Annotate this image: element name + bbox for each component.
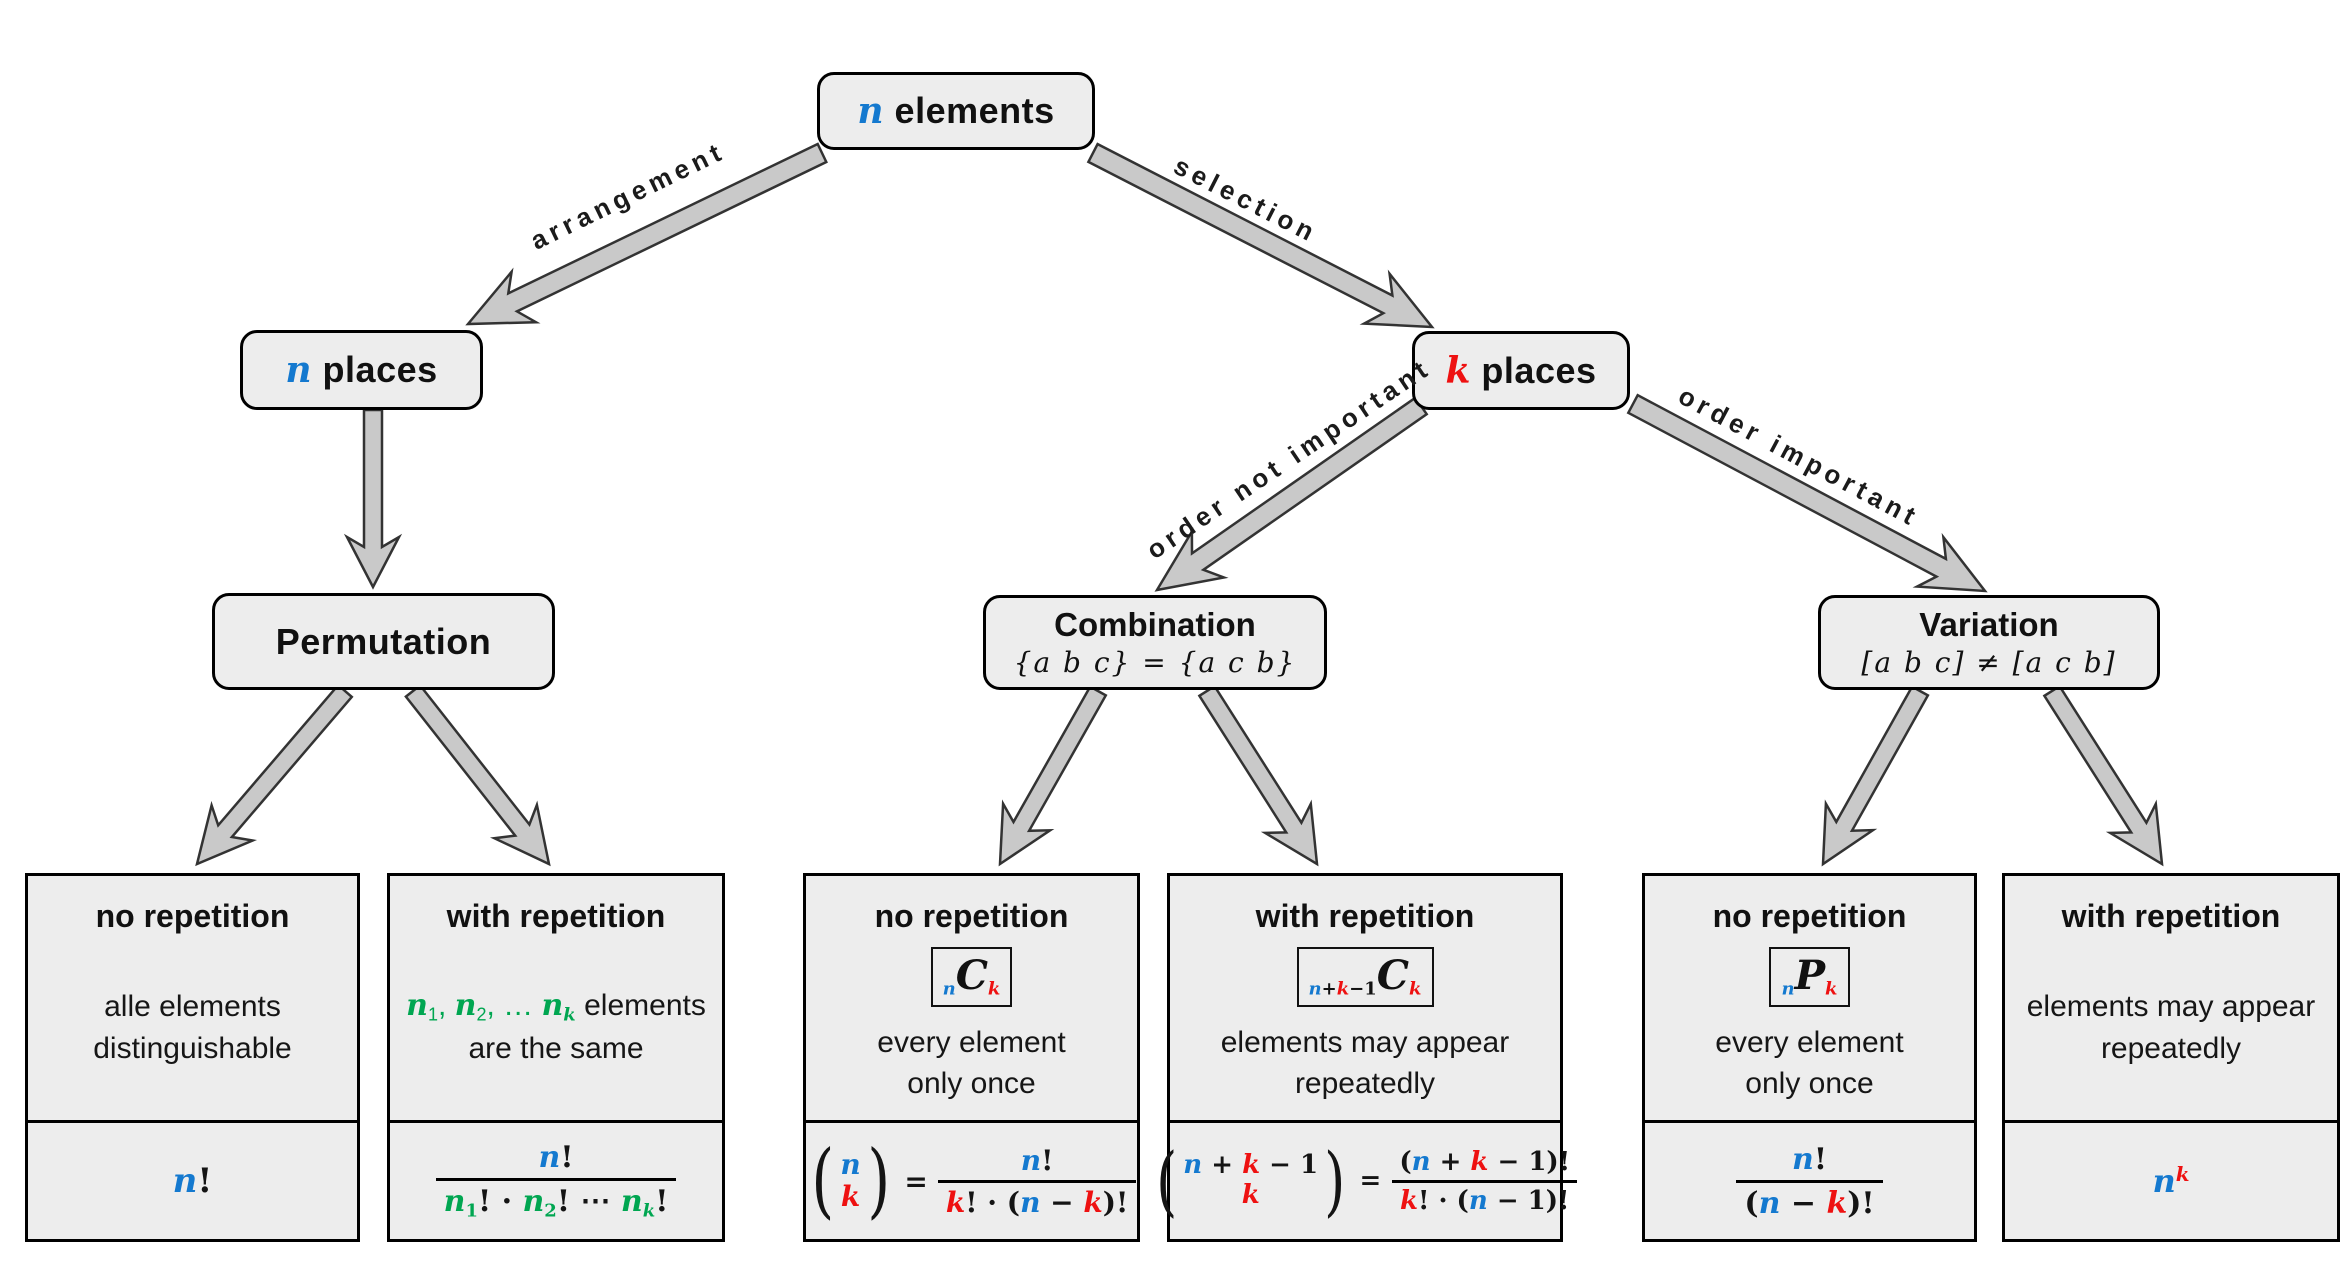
node-combination: Combination {a b c} = {a c b} — [983, 595, 1327, 690]
node-n-elements: n elements — [817, 72, 1095, 150]
arrow-selection — [1086, 142, 1435, 329]
leaf-description: elements may appear repeatedly — [2026, 990, 2316, 1065]
leaf-description: every element only once — [1715, 1025, 1904, 1101]
leaf-combination-with-repetition: with repetition n+k−1Ck elements may app… — [1156, 873, 1578, 1242]
leaf-title: no repetition — [95, 898, 290, 934]
arrow-places-permutation — [343, 408, 403, 590]
node-combination-title: Combination — [1054, 606, 1256, 643]
leaf-description: alle elements distinguishable — [93, 990, 292, 1065]
arrow-variation-left — [1821, 684, 1930, 867]
formula-multiset-permutation: n! n1! · n2! ⋯ nk! — [390, 1120, 722, 1239]
arrow-permutation-left — [195, 683, 354, 867]
arrow-order-important — [1626, 393, 1988, 593]
leaf-description: every element only once — [877, 1025, 1066, 1101]
formula-n-power-k: nk — [2005, 1120, 2337, 1239]
arrow-order-not-important — [1154, 396, 1429, 592]
leaf-permutation-no-repetition: no repetition alle elements distinguisha… — [25, 873, 360, 1242]
arrow-combination-right — [1197, 684, 1319, 867]
node-k-places-title: k places — [1445, 349, 1597, 392]
formula-n-factorial: n! — [28, 1120, 357, 1239]
badge-nPk: nPk — [1769, 947, 1850, 1007]
node-variation-title: Variation — [1919, 606, 2059, 643]
node-combination-subtitle: {a b c} = {a c b} — [1013, 646, 1297, 679]
arrow-permutation-right — [404, 683, 551, 867]
leaf-description: elements may appear repeatedly — [1220, 1025, 1510, 1101]
node-variation-subtitle: [a b c] ≠ [a c b] — [1861, 646, 2117, 679]
badge-nCk: nCk — [930, 947, 1013, 1007]
arrow-arrangement — [465, 142, 828, 326]
leaf-variation-no-repetition: no repetition nPk every element only onc… — [1642, 873, 1977, 1242]
leaf-title: no repetition — [874, 898, 1069, 934]
leaf-permutation-with-repetition: with repetition n1, n2, … nk elements ar… — [387, 873, 725, 1242]
leaf-title: no repetition — [1712, 898, 1907, 934]
node-n-elements-title: n elements — [857, 90, 1055, 132]
formula-multiset-combination: ( n + k − 1 k ) = (n + k − 1)! k! · (n −… — [1156, 1120, 1578, 1239]
node-n-places: n places — [240, 330, 483, 410]
badge-n-plus-k-minus-1-Ck: n+k−1Ck — [1296, 947, 1434, 1007]
arrow-combination-left — [998, 684, 1108, 867]
node-variation: Variation [a b c] ≠ [a c b] — [1818, 595, 2160, 690]
leaf-combination-no-repetition: no repetition nCk every element only onc… — [803, 873, 1140, 1242]
leaf-title: with repetition — [446, 898, 666, 934]
formula-binomial-coefficient: ( n k ) = n! k! · (n − k)! — [806, 1120, 1137, 1239]
node-k-places: k places — [1412, 331, 1630, 410]
node-n-places-title: n places — [285, 349, 438, 391]
formula-k-permutation: n! (n − k)! — [1645, 1120, 1974, 1239]
leaf-title: with repetition — [2061, 898, 2281, 934]
node-permutation: Permutation — [212, 593, 555, 690]
arrow-variation-right — [2042, 684, 2164, 867]
node-permutation-title: Permutation — [275, 620, 492, 662]
leaf-title: with repetition — [1255, 898, 1475, 934]
leaf-variation-with-repetition: with repetition elements may appear repe… — [2002, 873, 2340, 1242]
leaf-description: n1, n2, … nk elements are the same — [406, 988, 706, 1066]
